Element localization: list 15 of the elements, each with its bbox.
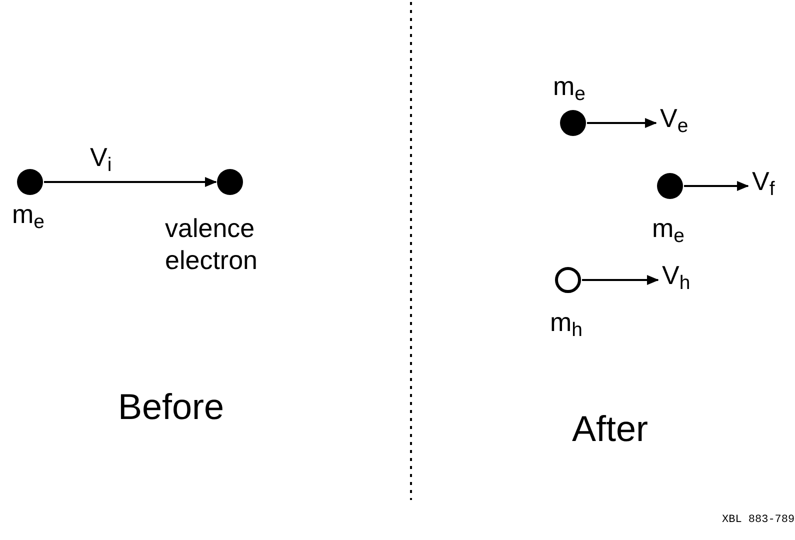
- figure-code: XBL 883-789: [722, 513, 795, 528]
- arrow: [582, 275, 659, 285]
- mass-label: m$_{e}$: [553, 70, 587, 102]
- arrow: [44, 177, 217, 187]
- panel-heading: Before: [118, 385, 224, 429]
- panel-heading: After: [572, 407, 648, 451]
- mass-label: valence electron: [165, 212, 258, 276]
- mass-label: m$_{e}$: [652, 212, 686, 244]
- velocity-label: V$_{f}$: [752, 166, 775, 196]
- velocity-label: V$_{e}$: [660, 103, 688, 133]
- arrow: [587, 118, 657, 128]
- mass-label: m$_{e}$: [12, 198, 46, 230]
- arrow: [684, 181, 749, 191]
- mass-label: m$_{h}$: [550, 306, 584, 338]
- velocity-label: V$_{h}$: [662, 260, 690, 290]
